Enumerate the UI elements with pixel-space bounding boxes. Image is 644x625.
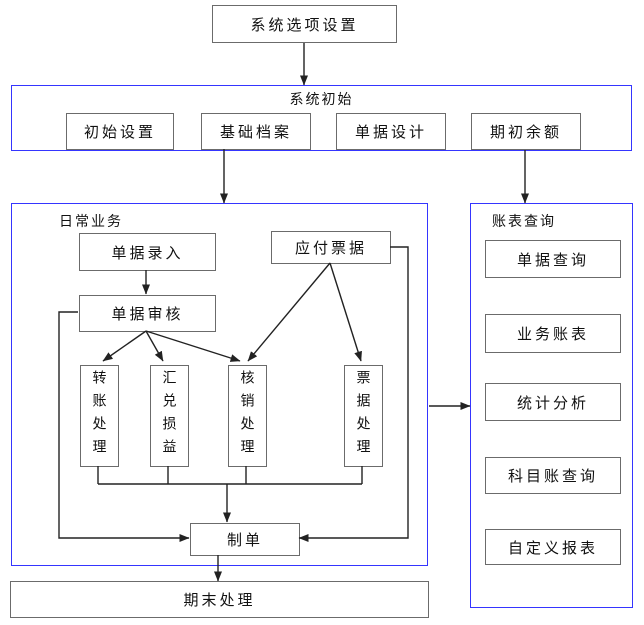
node-doc-entry: 单据录入 [79,233,216,271]
node-custom-reports: 自定义报表 [485,529,621,565]
node-period-end: 期末处理 [10,581,429,618]
node-doc-query: 单据查询 [485,240,621,278]
group-system-init-title: 系统初始 [289,91,354,107]
node-statistical-analysis: 统计分析 [485,383,621,421]
group-daily-business: 日常业务 单据录入 应付票据 单据审核 转账处理 汇兑损益 核销处理 票据处理 … [11,203,428,566]
node-init-settings: 初始设置 [66,113,174,150]
node-basic-archives: 基础档案 [201,113,311,150]
group-report-query: 账表查询 单据查询 业务账表 统计分析 科目账查询 自定义报表 [470,203,633,608]
node-notes-processing: 票据处理 [344,365,383,467]
node-exchange-gain-loss: 汇兑损益 [150,365,189,467]
node-payable-notes: 应付票据 [271,231,391,264]
node-writeoff-processing: 核销处理 [228,365,267,467]
group-system-init: 系统初始 初始设置 基础档案 单据设计 期初余额 [11,85,632,151]
node-subject-ledger-query: 科目账查询 [485,457,621,494]
node-business-reports: 业务账表 [485,314,621,353]
node-doc-audit: 单据审核 [79,295,216,332]
node-doc-design: 单据设计 [336,113,446,150]
node-system-options: 系统选项设置 [212,5,397,43]
group-report-query-title: 账表查询 [492,213,556,229]
group-daily-business-title: 日常业务 [59,213,123,229]
node-opening-balance: 期初余额 [471,113,581,150]
node-transfer-processing: 转账处理 [80,365,119,467]
node-voucher-making: 制单 [190,523,300,556]
